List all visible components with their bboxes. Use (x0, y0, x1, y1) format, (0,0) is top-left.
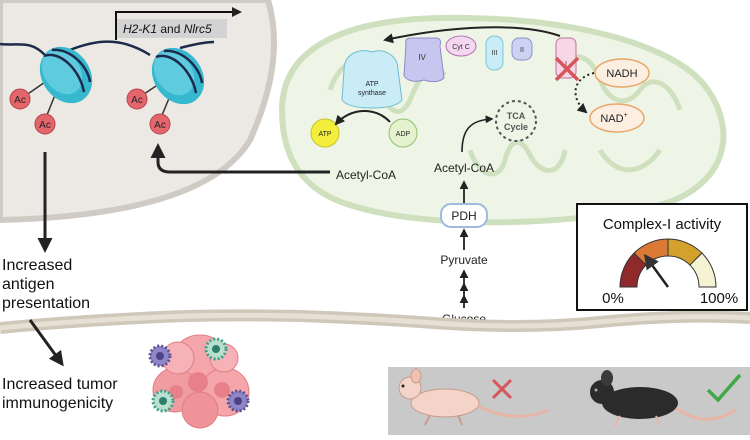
acetyl-coa-nuclear-label: Acetyl-CoA (336, 168, 396, 182)
transcription-arrow (115, 7, 242, 40)
pdh-enzyme: PDH (440, 203, 488, 228)
cytochrome-c: Cyt C (445, 35, 477, 57)
svg-text:II: II (520, 47, 524, 54)
immune-cell-1 (148, 344, 172, 368)
svg-text:Ac: Ac (39, 120, 51, 131)
svg-text:NAD+: NAD+ (600, 112, 627, 125)
complex-iii: III (485, 35, 504, 71)
electron-flow-arrow (383, 26, 561, 44)
nadh-node: NADH (594, 58, 650, 88)
wildtype-mouse-check-icon (706, 373, 742, 403)
acetyl-mark-4: Ac (149, 113, 171, 135)
tumor-cluster (152, 334, 250, 429)
svg-text:Ac: Ac (131, 95, 143, 106)
acetyl-coa-to-tca-arrow (461, 115, 494, 153)
acetyl-coa-mito-label: Acetyl-CoA (434, 161, 494, 175)
svg-text:NADH: NADH (606, 68, 637, 80)
svg-text:Ac: Ac (154, 120, 166, 131)
svg-text:Ac: Ac (14, 95, 26, 106)
svg-text:ATP: ATP (365, 81, 378, 88)
svg-text:ADP: ADP (396, 131, 411, 138)
complex-i-gauge: Complex-I activity 0% 100% (576, 203, 748, 311)
antigen-to-tumor-arrow (28, 319, 64, 367)
nad-plus-node: NAD+ (589, 103, 645, 133)
complex-iv: IV (403, 37, 445, 83)
gene-label: H2-K1 and Nlrc5 (123, 22, 212, 36)
svg-text:PDH: PDH (451, 209, 476, 223)
acetyl-mark-3: Ac (126, 88, 148, 110)
histone-2 (137, 47, 205, 121)
complex-i-inhibited-icon (554, 56, 580, 82)
outcome-line-2: antigen (2, 276, 55, 293)
svg-text:Cyt C: Cyt C (452, 44, 470, 51)
gauge-max-label: 100% (700, 290, 738, 307)
svg-text:I: I (565, 61, 567, 68)
gauge-min-label: 0% (602, 290, 624, 307)
tumor-outcome-line-2: immunogenicity (2, 395, 113, 412)
tca-cycle: TCA Cycle (495, 100, 537, 142)
nude-mouse (398, 368, 549, 426)
complex-ii: II (511, 37, 533, 61)
atp-synthase: ATP synthase (341, 50, 403, 109)
adp-molecule: ADP (388, 118, 418, 148)
acetyl-mark-1: Ac (9, 88, 31, 110)
dna-strand (0, 40, 215, 57)
wildtype-mouse (590, 370, 736, 427)
acetyl-mark-2: Ac (34, 113, 56, 135)
svg-text:Cycle: Cycle (504, 122, 528, 132)
immune-cell-4 (226, 389, 250, 413)
outcome-line-3: presentation (2, 295, 90, 312)
gene-label-box (117, 19, 227, 38)
svg-text:TCA: TCA (507, 111, 526, 121)
nadh-to-nad-arrow (574, 72, 595, 114)
outcome-line-1: Increased (2, 257, 72, 274)
immune-cell-3 (151, 389, 175, 413)
gauge-needle (643, 253, 670, 288)
histone-1 (21, 46, 93, 121)
atp-molecule: ATP (310, 118, 340, 148)
nude-mouse-cross-icon (491, 378, 513, 400)
svg-text:IV: IV (418, 53, 426, 62)
pyruvate-label: Pyruvate (440, 253, 488, 267)
immune-cell-2 (204, 337, 228, 361)
svg-text:synthase: synthase (358, 90, 386, 97)
svg-text:ATP: ATP (318, 131, 331, 138)
acetyl-coa-to-histone-arrow (150, 143, 330, 174)
tumor-outcome-line-1: Increased tumor (2, 376, 118, 393)
gauge-title: Complex-I activity (603, 216, 722, 233)
svg-text:III: III (492, 50, 498, 57)
adp-to-atp-arrow (334, 109, 391, 126)
